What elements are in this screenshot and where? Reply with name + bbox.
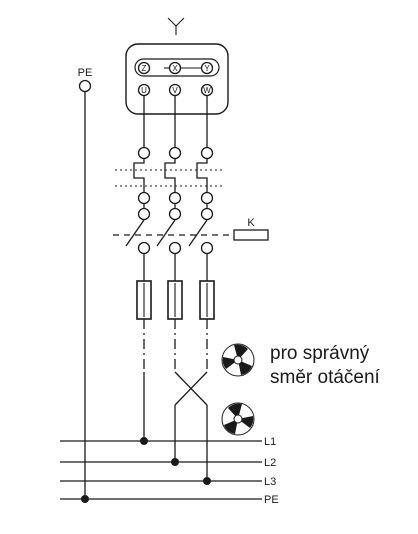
terminal-v: V bbox=[168, 83, 182, 97]
bus-label-l1: L1 bbox=[264, 436, 276, 448]
bus-label-pe: PE bbox=[264, 494, 279, 506]
terminal-z: Z bbox=[137, 61, 151, 75]
svg-text:W: W bbox=[203, 86, 211, 95]
junction-dots bbox=[81, 437, 211, 503]
phase-swap-crossover bbox=[174, 371, 208, 406]
fuses bbox=[136, 280, 215, 320]
caption-line-2: směr otáčení bbox=[270, 367, 381, 388]
contactor bbox=[113, 204, 234, 255]
svg-text:Y: Y bbox=[204, 64, 210, 73]
svg-text:X: X bbox=[172, 64, 178, 73]
control-coil-k: K bbox=[233, 217, 269, 241]
overload-relay bbox=[115, 146, 225, 205]
caption-line-1: pro správný bbox=[270, 343, 370, 364]
terminal-x: X bbox=[168, 61, 182, 75]
star-connection-icon bbox=[167, 17, 185, 35]
fuse-feed-wires bbox=[143, 254, 208, 281]
svg-text:V: V bbox=[172, 86, 178, 95]
motor-terminal-box: Z X Y U V W bbox=[125, 43, 229, 115]
fan-icon bbox=[221, 343, 255, 377]
bus-drop-wires bbox=[143, 372, 208, 481]
bus-label-l2: L2 bbox=[264, 457, 276, 469]
bus-label-l3: L3 bbox=[264, 476, 276, 488]
bus-bars: L1 L2 L3 PE bbox=[60, 436, 279, 506]
svg-text:PE: PE bbox=[78, 67, 93, 79]
terminal-y: Y bbox=[200, 61, 214, 75]
svg-text:Z: Z bbox=[142, 64, 147, 73]
svg-text:U: U bbox=[141, 86, 147, 95]
pe-conductor: PE bbox=[78, 67, 93, 499]
optional-connection-lines bbox=[143, 319, 208, 372]
terminal-u: U bbox=[137, 83, 151, 97]
motor-supply-wires bbox=[143, 96, 208, 147]
fan-icon bbox=[221, 402, 255, 436]
svg-text:K: K bbox=[247, 217, 255, 229]
terminal-w: W bbox=[200, 83, 214, 97]
